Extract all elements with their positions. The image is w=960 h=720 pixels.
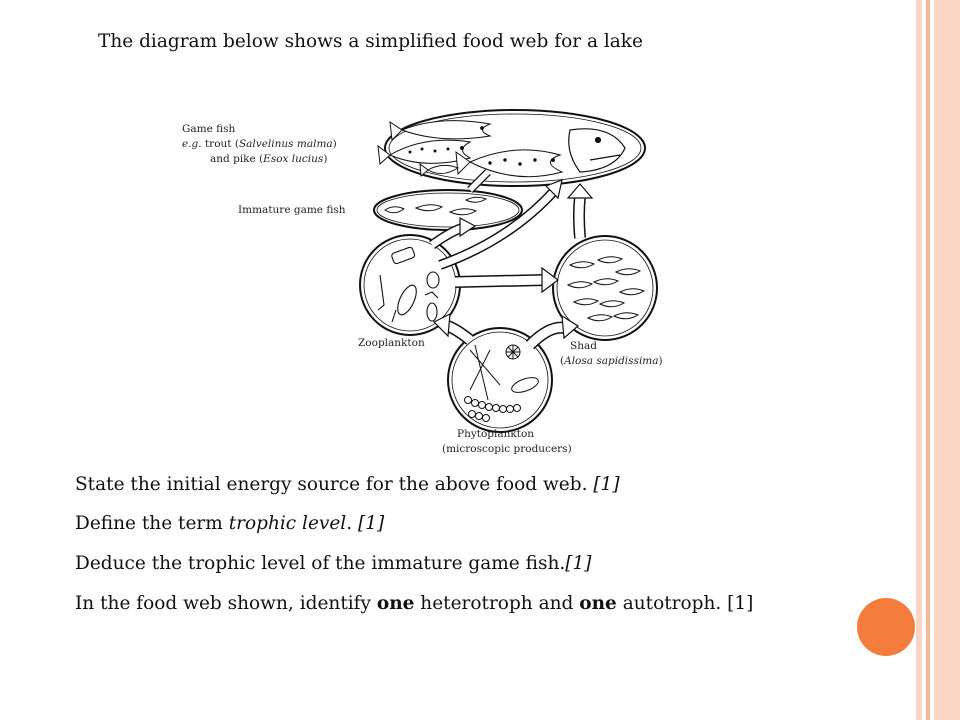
question-mark: [1] <box>593 474 620 495</box>
phytoplankton-icon <box>511 377 539 393</box>
shad-fish-icon <box>618 288 646 296</box>
pike-head-icon <box>568 128 626 173</box>
chain-algae-icon <box>464 396 521 422</box>
zooplankton-icon <box>397 284 417 316</box>
energy-flow-arrows <box>429 169 594 350</box>
diatom-icon <box>469 344 501 401</box>
question-mark: [1] <box>357 513 385 534</box>
question-1: State the initial energy source for the … <box>75 474 620 495</box>
shad-fish-icon <box>614 268 642 276</box>
zooplankton-icon <box>424 291 439 299</box>
phytoplankton-sublabel: (microscopic producers) <box>442 443 572 455</box>
zooplankton-icon <box>391 246 416 265</box>
question-text: State the initial energy source for the … <box>75 474 594 495</box>
stripe <box>934 0 960 720</box>
zooplankton-icon <box>377 274 385 311</box>
trout-icon <box>377 139 472 166</box>
phytoplankton-label: Phytoplankton <box>457 428 534 440</box>
question-mark: [1] <box>565 553 592 574</box>
immature-game-fish-label: Immature game fish <box>238 204 346 216</box>
question-term: trophic level <box>228 513 347 534</box>
game-fish-example-line2: and pike (Esox lucius) <box>210 153 327 165</box>
small-fish-icon <box>419 162 460 178</box>
pike-icon <box>455 149 564 178</box>
phytoplankton-group <box>447 327 553 433</box>
question-text: heterotroph and <box>414 593 580 614</box>
trout-icon <box>389 120 492 142</box>
small-fish-icon <box>384 196 488 216</box>
game-fish-example-line1: e.g. trout (Salvelinus malma) <box>182 138 337 150</box>
shad-fish-icon <box>612 312 640 320</box>
question-text: . <box>346 513 358 534</box>
zooplankton-label: Zooplankton <box>358 337 425 349</box>
shad-fish-icon <box>598 300 626 308</box>
zooplankton-group <box>359 234 461 336</box>
question-text: Deduce the trophic level of the immature… <box>75 553 566 574</box>
shad-latin-label: (Alosa sapidissima) <box>560 355 663 367</box>
orange-circle-icon <box>857 598 915 656</box>
star-algae-icon <box>506 345 520 359</box>
question-3: Deduce the trophic level of the immature… <box>75 553 592 574</box>
question-text: autotroph. [1] <box>616 593 754 614</box>
question-text: Define the term <box>75 513 229 534</box>
shad-group <box>552 235 658 341</box>
zooplankton-icon <box>426 271 440 289</box>
shad-fish-icon <box>568 261 596 269</box>
question-2: Define the term trophic level. [1] <box>75 513 384 534</box>
stripe <box>916 0 922 720</box>
question-emphasis: one <box>579 593 617 614</box>
food-web-diagram: Game fish e.g. trout (Salvelinus malma) … <box>182 109 663 455</box>
question-text: In the food web shown, identify <box>75 593 377 614</box>
shad-fish-icon <box>586 314 614 322</box>
shad-fish-icon <box>566 281 594 289</box>
question-emphasis: one <box>376 593 415 614</box>
shad-fish-icon <box>592 278 620 286</box>
right-decorative-stripes <box>916 0 960 720</box>
intro-text: The diagram below shows a simplified foo… <box>98 31 643 52</box>
stripe <box>926 0 930 720</box>
shad-fish-icon <box>596 256 624 264</box>
game-fish-group <box>377 109 646 187</box>
shad-label: Shad <box>570 340 597 352</box>
game-fish-label: Game fish <box>182 123 236 135</box>
zooplankton-icon <box>426 302 438 322</box>
question-4: In the food web shown, identify one hete… <box>75 593 753 614</box>
shad-fish-icon <box>572 298 600 306</box>
zooplankton-icon <box>391 309 397 323</box>
immature-game-fish-group <box>373 189 523 231</box>
